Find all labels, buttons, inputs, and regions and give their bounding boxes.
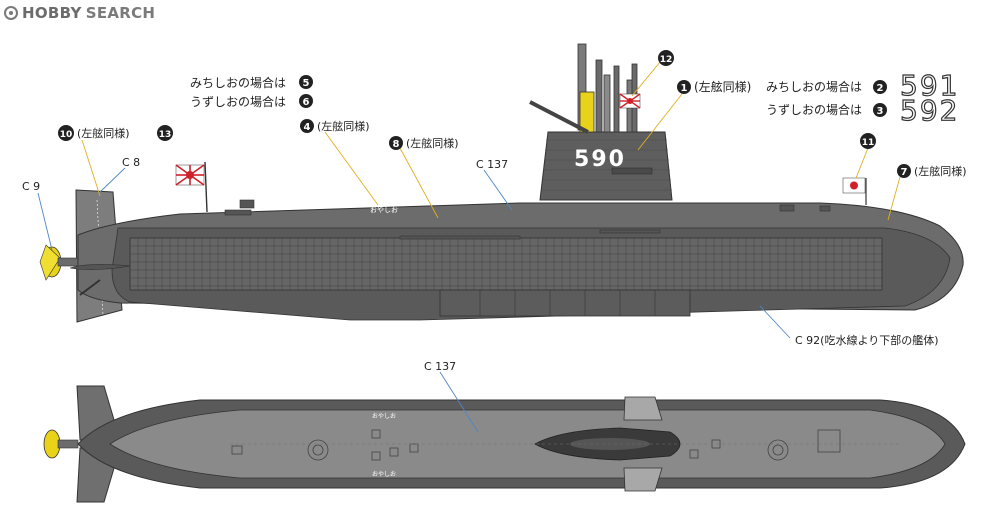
stern-plane (69, 264, 131, 270)
svg-text:6: 6 (303, 97, 310, 108)
marker-6: 6 (299, 94, 313, 108)
rising-sun-ensign-icon (175, 161, 208, 213)
logo-brand-rest: OBBY (34, 4, 82, 22)
mast-ensign-icon (619, 93, 641, 109)
label-10-port-same: (左舷同様) (77, 126, 130, 140)
periscope-masts (577, 43, 638, 133)
marker-4: 4 (300, 119, 314, 133)
sail-hull-number: 590 (574, 147, 626, 172)
marker-10: 10 (58, 125, 74, 141)
svg-text:8: 8 (393, 139, 400, 150)
marker-1: 1 (677, 80, 691, 94)
top-sail-plane-upper (623, 396, 663, 421)
propeller-top-icon (43, 429, 79, 459)
svg-text:1: 1 (681, 83, 688, 94)
color-label-c92: C 92(吃水線より下部の艦体) (795, 333, 939, 347)
side-view: 590 おやしお (39, 43, 964, 323)
svg-text:12: 12 (660, 55, 673, 65)
label-1-port-same: (左舷同様) (694, 79, 751, 94)
label-7-port-same: (左舷同様) (914, 164, 967, 178)
marker-5: 5 (299, 75, 313, 89)
label-michishio-case: みちしおの場合は (190, 75, 286, 90)
hull-name-top-upper: おやしお (372, 412, 396, 420)
hull-number-591: 591 (900, 69, 959, 102)
marker-12: 12 (658, 50, 674, 66)
marker-13: 13 (157, 125, 173, 141)
svg-text:11: 11 (862, 138, 875, 148)
svg-text:4: 4 (304, 122, 311, 133)
label-4-port-same: (左舷同様) (317, 119, 370, 133)
label-uzushio-case: うずしおの場合は (190, 94, 286, 109)
logo-mark-icon (4, 6, 18, 20)
color-label-c9: C 9 (22, 180, 40, 193)
top-deck (109, 409, 946, 479)
marker-11: 11 (860, 133, 876, 149)
marker-3: 3 (873, 103, 887, 117)
marker-7: 7 (897, 164, 911, 178)
top-view: おやしお おやしお (43, 385, 966, 503)
hull-number-592: 592 (900, 94, 959, 127)
svg-text:7: 7 (901, 167, 908, 178)
color-label-c137-top: C 137 (424, 360, 456, 373)
logo-search: SEARCH (85, 4, 156, 22)
propeller-icon (39, 244, 79, 281)
color-label-c8: C 8 (122, 156, 140, 169)
side-keel-strip (439, 289, 691, 317)
svg-text:10: 10 (60, 130, 73, 140)
label-8-port-same: (左舷同様) (406, 136, 459, 150)
hinomaru-flag-icon (842, 177, 867, 205)
svg-text:2: 2 (877, 83, 884, 94)
logo-brand-initial: H (22, 4, 35, 22)
svg-text:13: 13 (159, 130, 172, 140)
label-michishio-case-right: みちしおの場合は (766, 79, 862, 94)
top-sail-plane-lower (623, 467, 663, 492)
color-label-c137-side: C 137 (476, 158, 508, 171)
leader-lines (37, 61, 901, 433)
label-uzushio-case-right: うずしおの場合は (766, 102, 862, 117)
hull-name-side: おやしお (370, 206, 398, 214)
hull-name-top-lower: おやしお (372, 470, 396, 478)
svg-text:5: 5 (303, 78, 310, 89)
marker-2: 2 (873, 80, 887, 94)
svg-text:3: 3 (877, 106, 884, 117)
marker-8: 8 (389, 136, 403, 150)
